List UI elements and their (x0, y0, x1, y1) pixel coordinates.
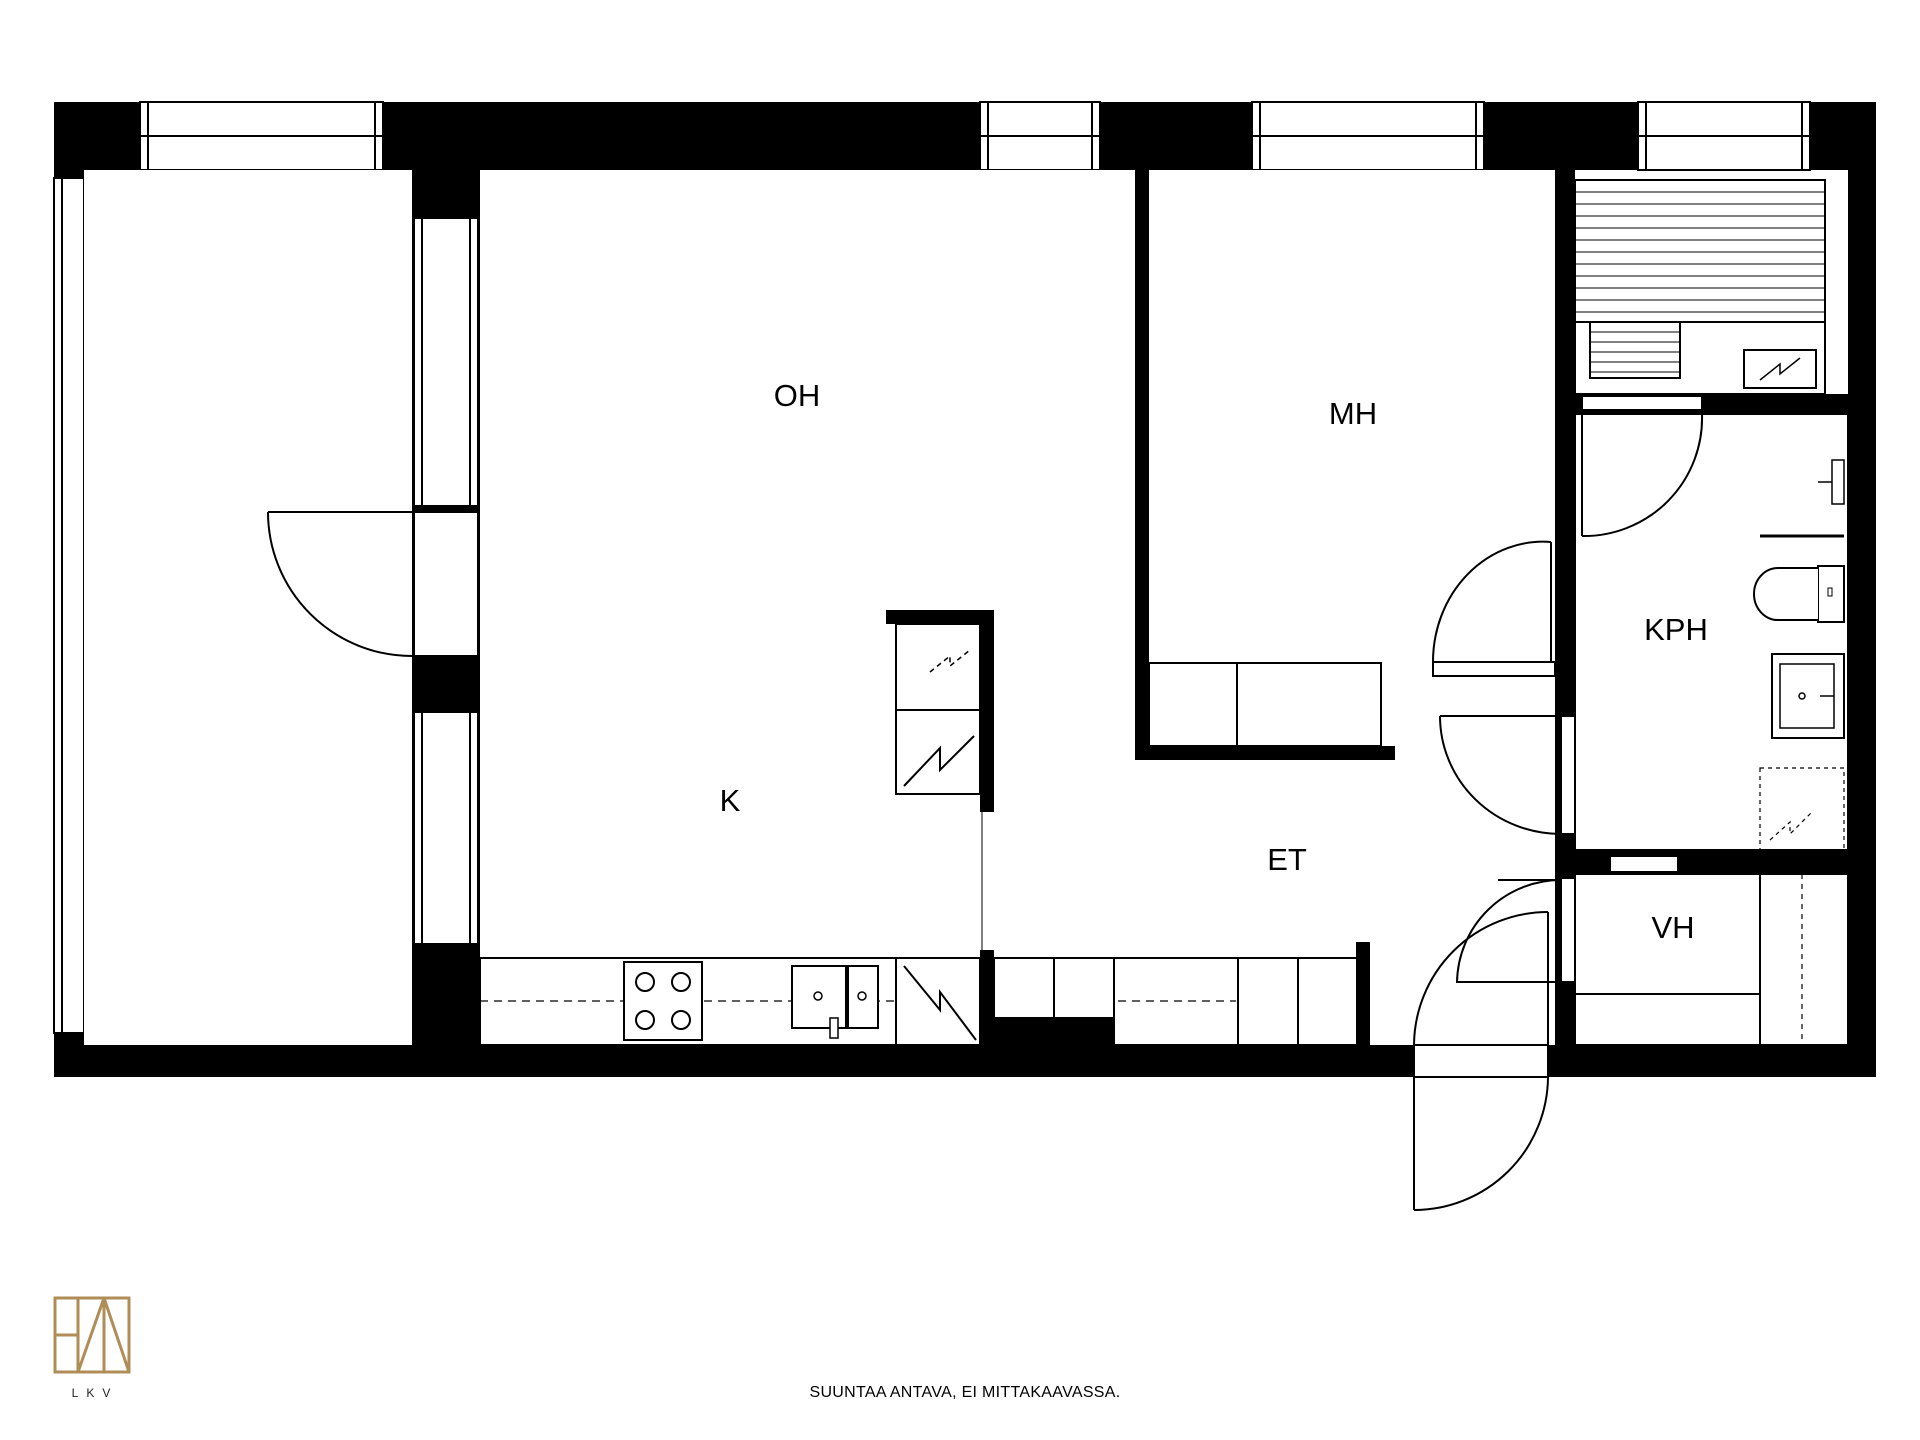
room-label-oh: OH (774, 378, 821, 413)
room-label-k: K (720, 783, 741, 818)
entrance-door (1413, 911, 1549, 1211)
sauna (1574, 179, 1826, 411)
bathroom (1574, 413, 1849, 851)
bathroom-door (1439, 715, 1576, 835)
kitchen-column (886, 610, 994, 950)
closet-door (1455, 877, 1576, 983)
bedroom-door (1431, 540, 1556, 677)
room-label-kph: KPH (1644, 612, 1708, 647)
bedroom-wardrobe (1148, 662, 1382, 747)
balcony-door (267, 511, 413, 657)
room-label-vh: VH (1651, 910, 1694, 945)
closet (1574, 855, 1849, 1046)
disclaimer-text: SUUNTAA ANTAVA, EI MITTAKAAVASSA. (809, 1384, 1121, 1401)
balcony (84, 170, 412, 1045)
room-label-mh: MH (1329, 396, 1377, 431)
balcony-partition (412, 170, 480, 1045)
brand-wordmark: LKV (71, 1386, 119, 1400)
kitchen-counter (479, 957, 981, 1046)
room-label-et: ET (1267, 842, 1307, 877)
living-room (480, 170, 1135, 1045)
hall-storage (980, 942, 1370, 1046)
brand-logo-icon (53, 1296, 131, 1374)
room-labels: OH MH K ET KPH VH (720, 378, 1708, 945)
